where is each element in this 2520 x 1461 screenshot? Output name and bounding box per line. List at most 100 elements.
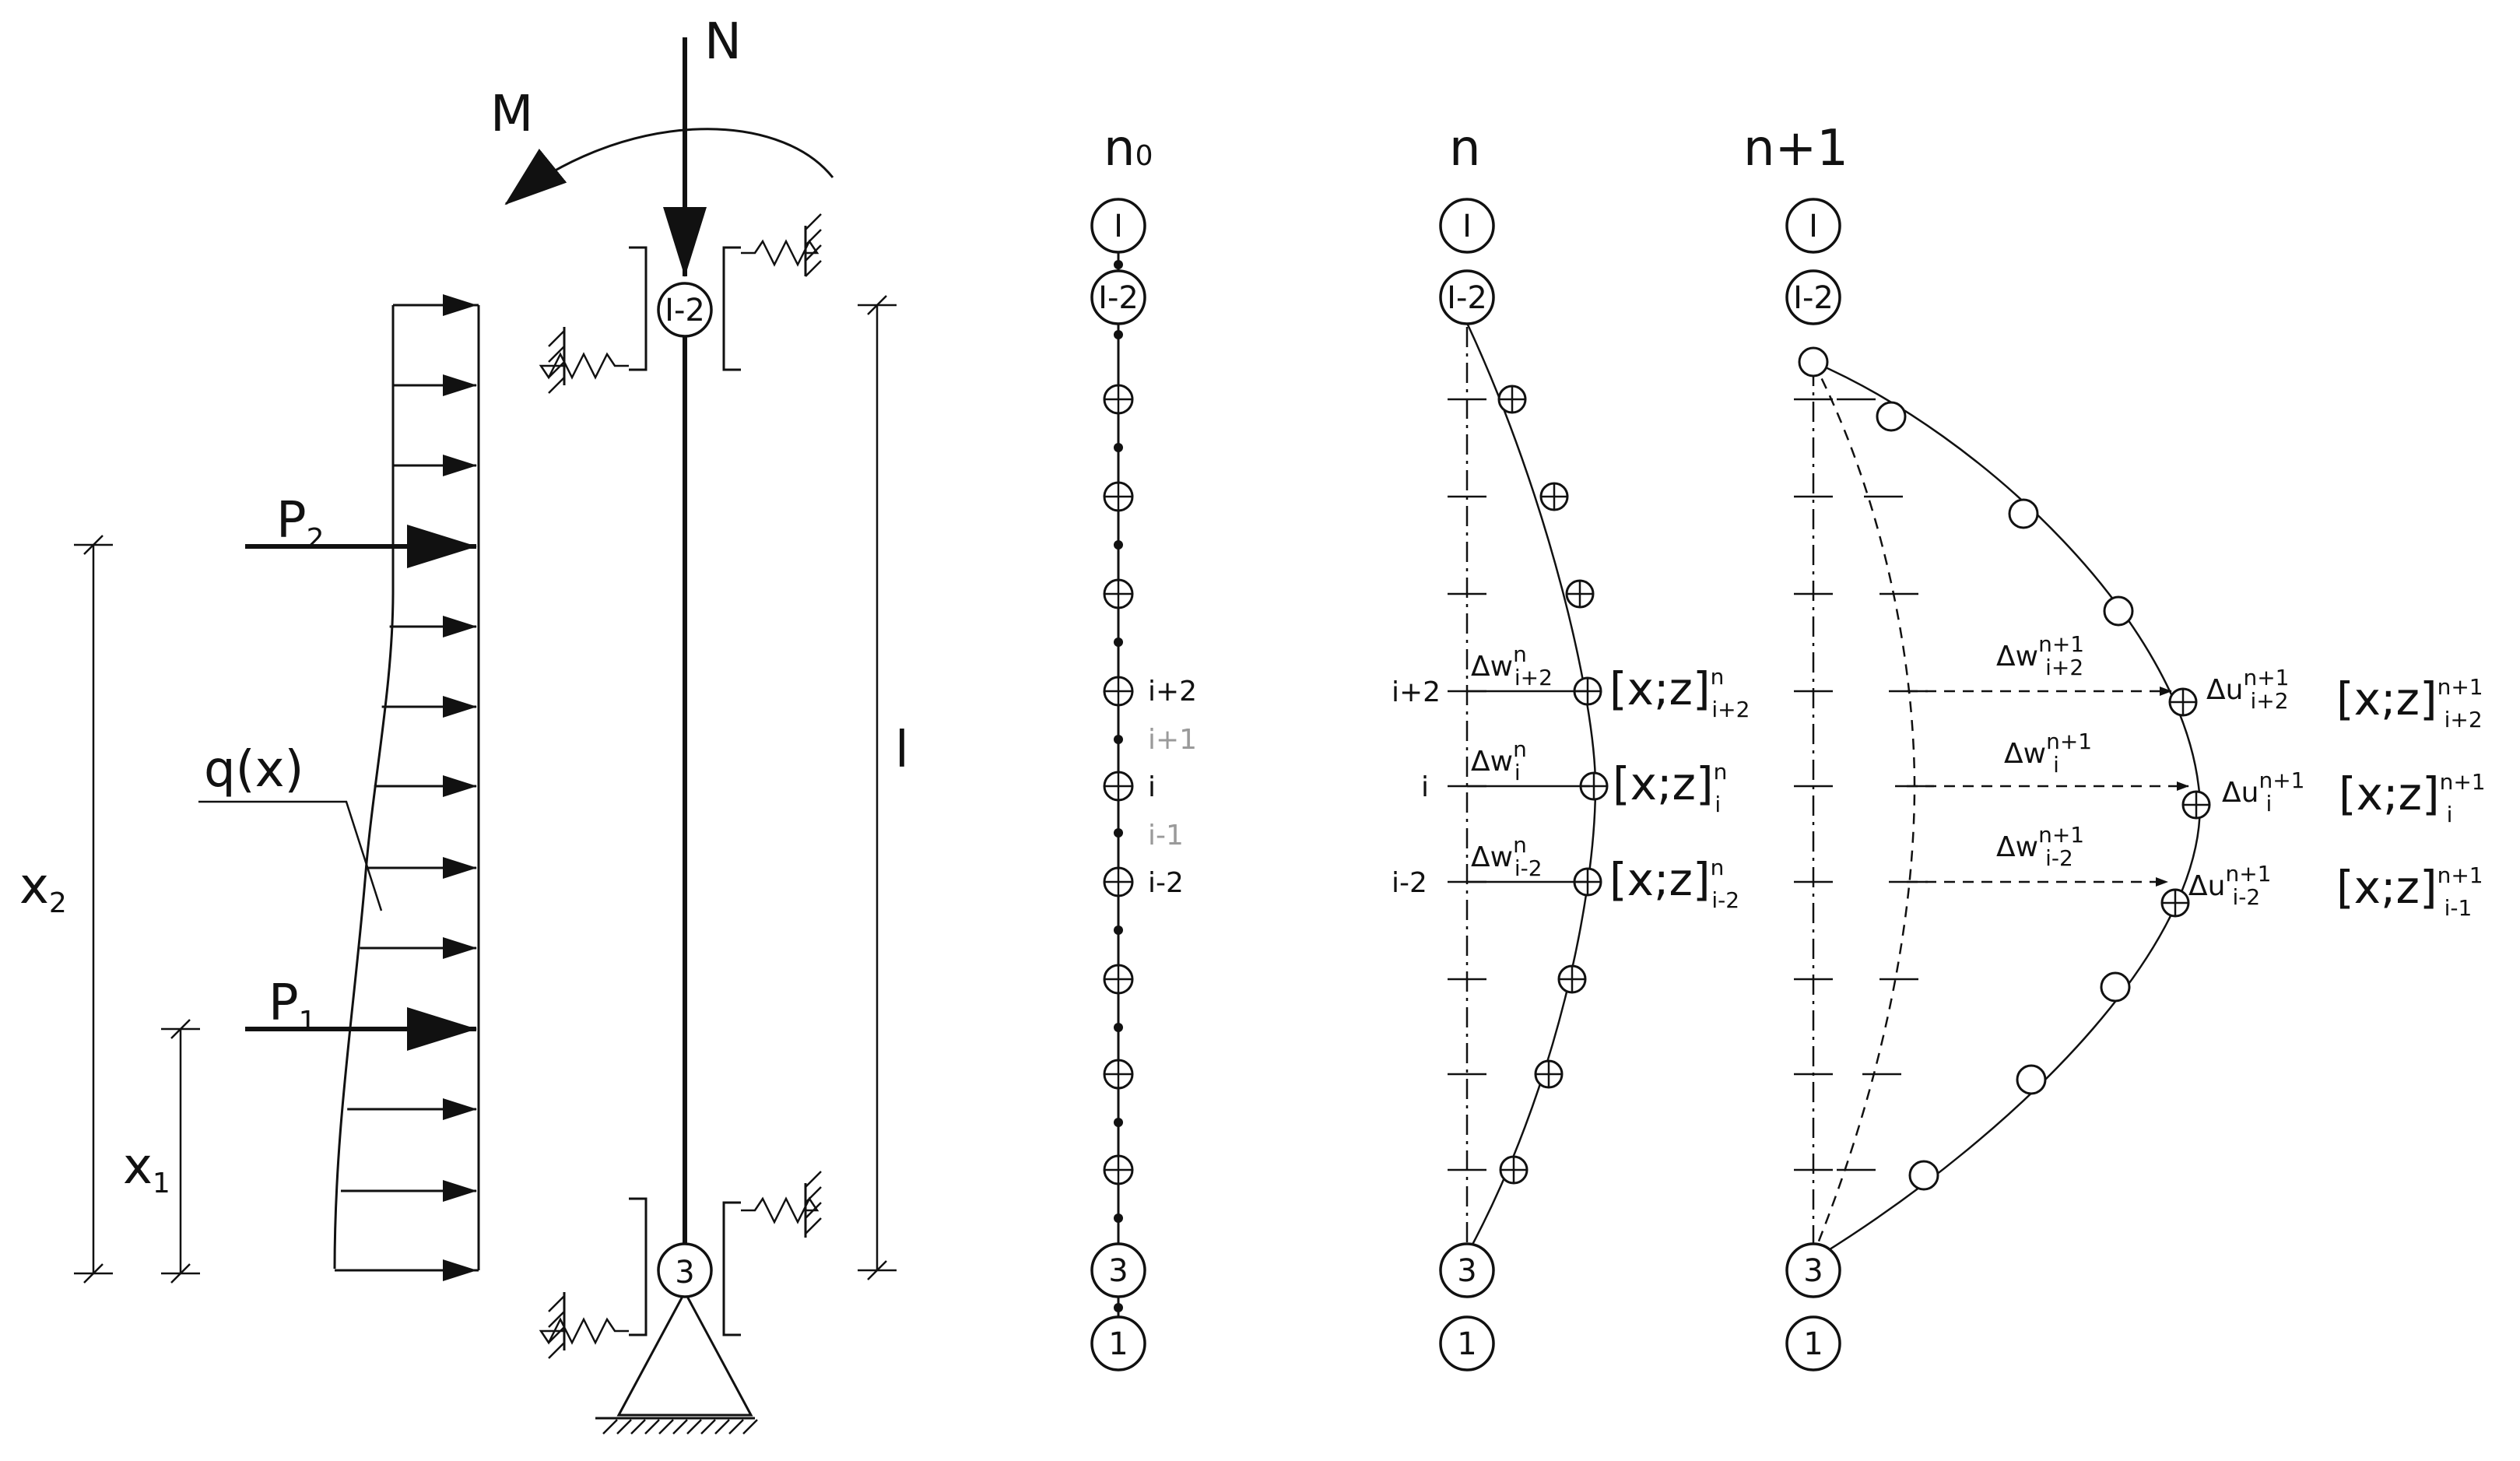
bottom-right-spring — [741, 1196, 820, 1224]
point-load-p1-label: P1 — [268, 975, 317, 1038]
dimension-length-label: l — [895, 722, 909, 779]
stage-n1-deformed-shape — [1813, 360, 2201, 1256]
stage-n1-axis-ticks — [1794, 398, 1833, 1171]
ground-hatch-line — [686, 1419, 702, 1435]
top-left-wall-hatch — [548, 330, 565, 394]
stage-n0-node-top-label: I — [1114, 209, 1123, 244]
stage-n1-point-1 — [2008, 498, 2039, 529]
stage-n0-nodes — [1103, 384, 1134, 1185]
top-left-spring-bracket — [629, 246, 648, 371]
pinned-support — [616, 1289, 753, 1417]
stage-n1-point-top — [1798, 346, 1829, 378]
loaded-column: P2 P1 q(x) x2 x1 N M l — [19, 13, 909, 1435]
bottom-left-wall-hatch — [548, 1295, 565, 1359]
ground-hatch-line — [658, 1419, 674, 1435]
stage-n1-node-bottom-label: 1 — [1803, 1326, 1823, 1362]
stage-n0-index-labels: i+2i+1ii-1i-2 — [1148, 676, 1197, 899]
dimension-x2-label: x2 — [19, 858, 67, 919]
stage-n0-index-label-1: i+1 — [1148, 724, 1197, 756]
moment-arrow — [504, 128, 834, 205]
ground-hatch-line — [742, 1419, 758, 1435]
column-node-top-label: I-2 — [665, 293, 705, 328]
ground-hatch-line — [630, 1419, 646, 1435]
stage-n0-index-label-4: i-2 — [1148, 867, 1184, 899]
top-right-spring — [741, 239, 820, 267]
stage-n-side-label-top: i+2 — [1392, 676, 1441, 708]
stage-n1-title: n+1 — [1743, 120, 1848, 177]
stage-n-node-bottom — [1439, 1315, 1495, 1371]
stage-n1-node-bottom — [1785, 1315, 1841, 1371]
stage-n-node-bottom2 — [1439, 1242, 1495, 1298]
stage-n1-node-bottom2-label: 3 — [1803, 1253, 1823, 1289]
stage-n1-point-6 — [2100, 971, 2131, 1003]
stage-n0-dot-7 — [1114, 925, 1123, 935]
stage-n0: n0 i+2i+1ii-1i-2 I I-2 3 1 — [1090, 120, 1197, 1371]
stage-n-node-top2-label: I-2 — [1447, 280, 1487, 316]
stage-n-node-top-label: I — [1462, 209, 1472, 244]
stage-n-deformed-shape — [1465, 322, 1597, 1256]
bottom-left-spring-bracket — [629, 1197, 648, 1336]
stage-n1-point-8 — [1908, 1160, 1939, 1191]
stage-n0-dot-3 — [1114, 540, 1123, 550]
axial-force-label: N — [704, 13, 742, 71]
stage-n0-dots — [1114, 260, 1123, 1312]
stage-n1-point-7 — [2016, 1064, 2047, 1095]
ground-hatch-line — [644, 1419, 660, 1435]
stage-n0-dot-2 — [1114, 443, 1123, 452]
stage-n0-dot-8 — [1114, 1023, 1123, 1032]
stage-n0-dot-6 — [1114, 828, 1123, 838]
distributed-load-label: q(x) — [204, 741, 304, 799]
stage-n0-node-top2 — [1090, 269, 1146, 325]
moment-label: M — [490, 86, 533, 143]
stage-n0-node-bottom — [1090, 1315, 1146, 1371]
column-node-top — [657, 282, 713, 338]
stage-n0-index-label-2: i — [1148, 771, 1156, 803]
dimension-x1-label: x1 — [123, 1138, 170, 1199]
dimension-x1-slash-bottom — [170, 1263, 191, 1284]
stage-n0-node-top — [1090, 198, 1146, 254]
stage-n-side-label-mid: i — [1421, 771, 1429, 803]
stage-n0-dot-9 — [1114, 1118, 1123, 1127]
stage-n1-node-bottom2 — [1785, 1242, 1841, 1298]
stage-n0-index-label-0: i+2 — [1148, 676, 1197, 708]
ground-hatch-line — [714, 1419, 730, 1435]
dimension-x1-slash-top — [170, 1019, 191, 1039]
point-load-p2-label: P2 — [276, 492, 325, 555]
column-node-bottom-label: 3 — [675, 1255, 694, 1291]
stage-n-node-top — [1439, 198, 1495, 254]
stage-n-node-top2 — [1439, 269, 1495, 325]
top-left-spring — [539, 352, 629, 380]
ground-hatch — [602, 1419, 758, 1435]
bottom-right-wall-hatch — [805, 1171, 822, 1234]
stage-n1-point-2 — [2103, 595, 2134, 627]
dimension-length-slash-bottom — [867, 1260, 887, 1280]
ground-hatch-line — [616, 1419, 632, 1435]
stage-n1-node-top-label: I — [1809, 209, 1818, 244]
ground-hatch-line — [728, 1419, 744, 1435]
column-node-bottom — [657, 1242, 713, 1298]
stage-n1-node-top2-label: I-2 — [1793, 280, 1834, 316]
stage-n1-node-top — [1785, 198, 1841, 254]
stage-n0-dot-11 — [1114, 1303, 1123, 1312]
stage-n0-dot-10 — [1114, 1213, 1123, 1223]
dimension-x2-slash-top — [83, 535, 104, 555]
